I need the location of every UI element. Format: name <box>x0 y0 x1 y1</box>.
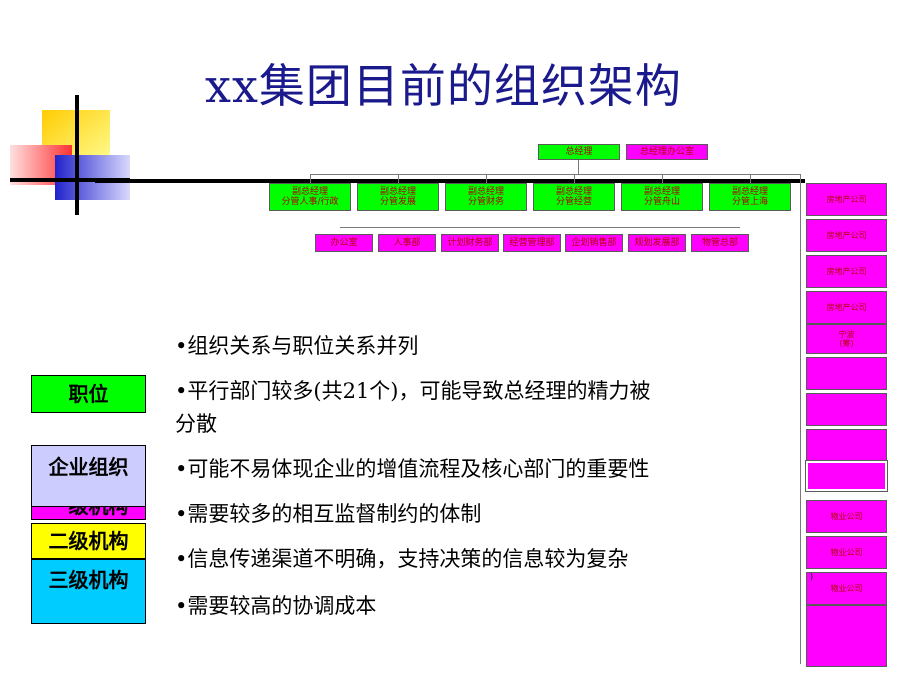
connector-line <box>310 174 311 184</box>
legend-level3: 三级机构 <box>31 559 146 624</box>
org-node-subsidiary <box>805 460 888 492</box>
org-node-subsidiary <box>806 357 887 390</box>
org-node-subsidiary: 房地产公司 <box>806 291 887 324</box>
top-divider-line <box>95 179 805 183</box>
org-node-subsidiary: 物业公司 <box>806 536 887 569</box>
connector-line <box>310 174 800 175</box>
org-node-subsidiary: 房地产公司 <box>806 219 887 252</box>
bullet-item: •信息传递渠道不明确，支持决策的信息较为复杂 <box>175 547 629 571</box>
org-node-vp: 副总经理分管上海 <box>709 183 791 211</box>
org-node-subsidiary: 房地产公司 <box>806 183 887 216</box>
decorative-logo <box>10 95 133 215</box>
org-node-subsidiary: 物业公司 <box>806 500 887 533</box>
org-node-dept: 人事部 <box>378 234 436 252</box>
org-node-subsidiary <box>806 393 887 426</box>
org-node-dept: 企划销售部 <box>565 234 623 252</box>
org-node-subsidiary: 房地产公司 <box>806 255 887 288</box>
org-node-subsidiary <box>806 429 887 462</box>
org-node-gm: 总经理 <box>538 144 620 160</box>
org-node-dept: 经营管理部 <box>503 234 561 252</box>
bullet-item: •平行部门较多(共21个)，可能导致总经理的精力被 <box>175 379 651 403</box>
connector-line <box>340 227 740 228</box>
page-title: xx集团目前的组织架构 <box>205 59 682 113</box>
org-node-vp: 副总经理分管人事/行政 <box>269 183 351 211</box>
decorative-squares-icon <box>10 95 133 215</box>
bullet-item: 分散 <box>175 412 217 436</box>
bullet-item: •可能不易体现企业的增值流程及核心部门的重要性 <box>175 457 650 481</box>
org-node-vp: 副总经理分管财务 <box>445 183 527 211</box>
org-node-vp: 副总经理分管舟山 <box>621 183 703 211</box>
legend-org-unit: 企业组织 <box>31 445 146 507</box>
bullet-item: •需要较高的协调成本 <box>175 594 377 618</box>
connector-line <box>800 174 801 664</box>
connector-line <box>398 174 399 184</box>
org-node-dept: 物管总部 <box>691 234 749 252</box>
bullet-item: •需要较多的相互监督制约的体制 <box>175 502 482 526</box>
org-node-dept: 办公室 <box>315 234 373 252</box>
stray-mark: ) <box>810 572 814 581</box>
org-node-vp: 副总经理分管经营 <box>533 183 615 211</box>
org-node-subsidiary: 宁波 (筹) <box>806 324 887 354</box>
org-node-dept: 规划发展部 <box>628 234 686 252</box>
bullet-item: •组织关系与职位关系并列 <box>175 334 419 358</box>
connector-line <box>578 160 579 174</box>
legend-position: 职位 <box>31 375 146 413</box>
connector-line <box>574 174 575 184</box>
org-node-dept: 计划财务部 <box>441 234 499 252</box>
org-node-vp: 副总经理分管发展 <box>357 183 439 211</box>
org-node-subsidiary <box>806 605 887 667</box>
connector-line <box>662 174 663 184</box>
connector-line <box>486 174 487 184</box>
connector-line <box>750 174 751 184</box>
org-node-subsidiary: 物业公司 <box>806 572 887 605</box>
org-node-gm-office: 总经理办公室 <box>626 144 708 160</box>
legend-level2: 二级机构 <box>31 523 146 559</box>
